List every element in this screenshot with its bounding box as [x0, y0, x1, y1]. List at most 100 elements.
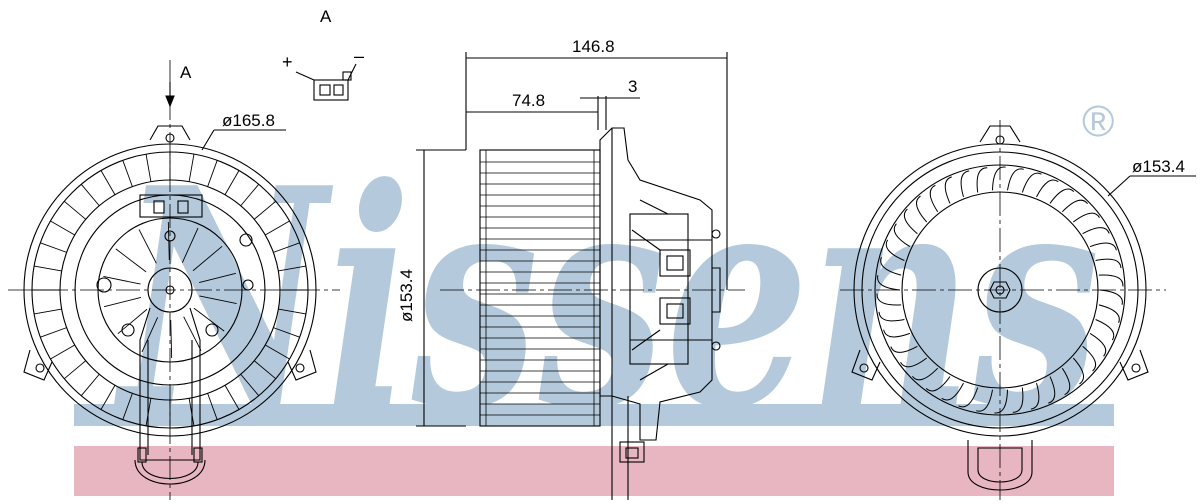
- impeller-blade: [1036, 179, 1059, 198]
- impeller-blade: [1095, 258, 1122, 269]
- impeller-blade: [944, 176, 952, 204]
- housing-rib: [40, 327, 67, 338]
- motor-rib: [192, 245, 223, 272]
- impeller-blade: [903, 208, 918, 235]
- impeller-blade: [1061, 367, 1071, 396]
- side-diameter-label: ø153.4: [397, 269, 416, 322]
- motor-rib: [183, 316, 202, 351]
- housing-rib: [34, 265, 62, 272]
- housing-rib: [100, 170, 116, 195]
- housing-rib: [224, 385, 240, 410]
- impeller-blade: [1099, 289, 1123, 305]
- impeller-blade: [1098, 304, 1120, 323]
- impeller-blade: [893, 223, 911, 248]
- watermark-registered-mark: ®: [1082, 97, 1114, 146]
- left-view: [8, 60, 340, 500]
- housing-rib: [253, 360, 277, 380]
- right-view: [840, 120, 1196, 500]
- motor-rib: [138, 229, 157, 264]
- watermark-band: [74, 446, 1114, 496]
- impeller-blade: [912, 367, 939, 381]
- impeller-blade: [960, 170, 970, 198]
- connector-detail: [295, 63, 357, 101]
- housing-rib: [122, 160, 133, 187]
- connector-minus-label: –: [354, 46, 364, 66]
- side-wheel-length: 74.8: [512, 91, 545, 110]
- motor-rib: [117, 308, 148, 335]
- housing-rib: [273, 242, 300, 253]
- motor-rib: [170, 319, 173, 358]
- side-view: [416, 52, 745, 500]
- housing-rib: [240, 183, 260, 207]
- impeller-blade: [1012, 387, 1024, 413]
- motor-rib: [198, 272, 237, 284]
- housing-rib: [122, 393, 133, 420]
- impeller-blade: [885, 239, 905, 261]
- motor-rib: [115, 248, 147, 273]
- housing-rib: [188, 154, 195, 182]
- impeller-blade: [890, 345, 918, 353]
- impeller-blade: [880, 257, 902, 276]
- left-diameter-label: ø165.8: [222, 111, 275, 130]
- housing-rib: [50, 220, 75, 236]
- impeller-blade: [1072, 357, 1084, 385]
- impeller-blade: [878, 311, 905, 322]
- impeller-blade: [1021, 172, 1042, 193]
- impeller-blade: [994, 389, 1008, 414]
- motor-rib: [199, 295, 237, 304]
- impeller-blade: [1030, 382, 1040, 410]
- impeller-blade: [925, 376, 951, 392]
- impeller-blade: [976, 389, 993, 412]
- impeller-blade: [992, 166, 1006, 191]
- housing-rib: [278, 308, 306, 315]
- housing-rib: [80, 183, 100, 207]
- housing-rib: [40, 242, 67, 253]
- impeller-blade: [883, 329, 911, 338]
- housing-rib: [63, 360, 87, 380]
- housing-rib: [100, 385, 116, 410]
- motor-rib: [141, 317, 159, 353]
- housing-rib: [50, 344, 75, 360]
- watermark: Nissens ®: [74, 97, 1114, 496]
- housing-rib: [63, 200, 87, 220]
- housing-rib: [265, 344, 290, 360]
- impeller-blade: [900, 357, 928, 368]
- housing-rib: [80, 373, 100, 397]
- impeller-blade: [1095, 319, 1115, 341]
- watermark-brand: Nissens: [113, 122, 1100, 475]
- impeller-blade: [1061, 199, 1088, 213]
- housing-rib: [273, 327, 300, 338]
- impeller-blade: [929, 184, 939, 213]
- impeller-blade: [1072, 212, 1100, 223]
- housing-rib: [240, 373, 260, 397]
- motor-rib: [103, 276, 141, 285]
- impeller-blade: [916, 195, 928, 223]
- impeller-blade: [1089, 332, 1107, 357]
- impeller-blade: [1098, 274, 1124, 287]
- housing-rib: [207, 393, 218, 420]
- motor-rib: [193, 307, 225, 332]
- impeller-blade: [1082, 227, 1110, 235]
- impeller-blade: [1048, 376, 1056, 404]
- motor-rib: [181, 227, 199, 263]
- impeller-blade: [1049, 188, 1075, 204]
- impeller-blade: [1082, 345, 1097, 372]
- impeller-blade: [958, 387, 979, 408]
- housing-rib: [224, 170, 240, 195]
- right-diameter-label: ø153.4: [1132, 157, 1185, 176]
- impeller-blade: [876, 293, 902, 306]
- impeller-blade: [1007, 168, 1024, 191]
- housing-rib: [278, 265, 306, 272]
- housing-rib: [145, 154, 152, 182]
- housing-rib: [265, 220, 290, 236]
- housing-rib: [34, 308, 62, 315]
- left-view-label: A: [180, 63, 192, 82]
- connector-plus-label: +: [282, 52, 293, 72]
- side-gap: 3: [628, 77, 637, 96]
- housing-rib: [207, 160, 218, 187]
- housing-rib: [253, 200, 277, 220]
- motor-rib: [103, 296, 142, 308]
- connector-view-label: A: [320, 7, 332, 26]
- impeller-blade: [941, 382, 964, 401]
